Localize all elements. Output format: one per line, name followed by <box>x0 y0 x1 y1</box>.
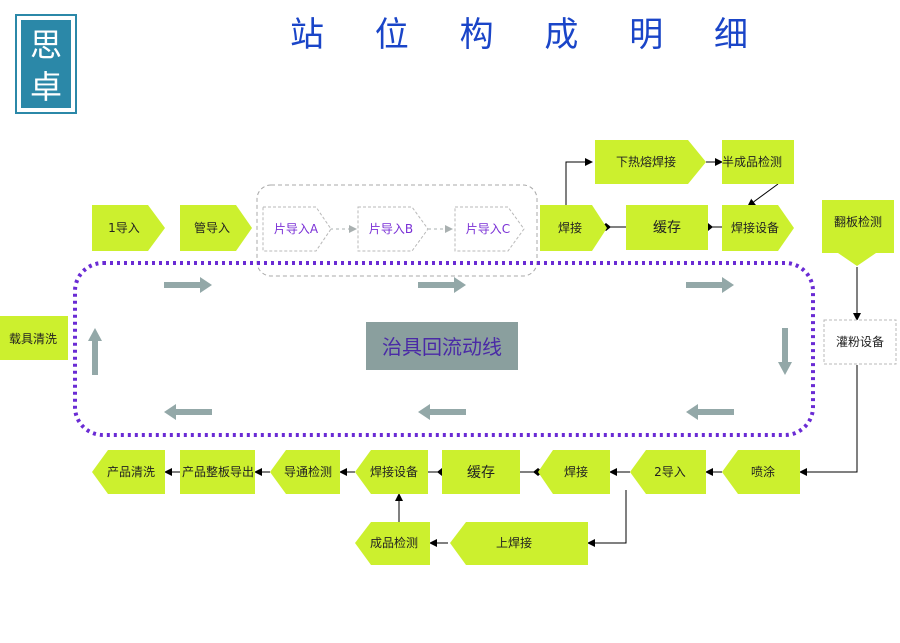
node-sheet-import-a: 片导入A <box>262 206 332 252</box>
node-guide-check: 导通检测 <box>270 450 340 494</box>
arrow-left-icon <box>164 404 212 420</box>
arrow-right-icon <box>418 277 466 293</box>
logo-seal-icon: 思 卓 <box>15 14 77 114</box>
node-lower-hot-melt-weld: 下热熔焊接 <box>595 140 706 184</box>
node-label: 焊接设备 <box>370 464 418 479</box>
node-label: 翻板检测 <box>834 214 882 229</box>
node-product-board-export: 产品整板导出 <box>180 450 255 494</box>
node-sheet-import-b: 片导入B <box>357 206 429 252</box>
node-buffer-bottom: 缓存 <box>442 450 520 494</box>
arrow-right-icon <box>686 277 734 293</box>
node-sheet-import-c: 片导入C <box>454 206 525 252</box>
connector-semi-to-equip <box>747 183 779 207</box>
node-upper-weld: 上焊接 <box>450 522 588 565</box>
node-import-2: 2导入 <box>630 450 706 494</box>
node-carrier-clean: 载具清洗 <box>0 316 68 360</box>
arrow-down-icon <box>778 328 792 375</box>
node-label: 导通检测 <box>284 464 332 479</box>
node-label: 片导入B <box>369 222 413 236</box>
node-label: 焊接 <box>558 220 582 235</box>
node-label: 下热熔焊接 <box>616 154 676 169</box>
node-label: 产品清洗 <box>107 465 155 479</box>
node-label: 2导入 <box>654 465 686 479</box>
node-label: 上焊接 <box>496 535 532 550</box>
connector-weld-to-hotmelt <box>565 158 593 206</box>
node-label: 片导入A <box>274 222 319 236</box>
arrow-up-icon <box>88 328 102 375</box>
node-label: 半成品检测 <box>722 154 782 169</box>
center-label-box <box>366 322 518 370</box>
arrow-right-icon <box>164 277 212 293</box>
node-semi-product-check: 半成品检测 <box>722 140 794 184</box>
node-product-clean: 产品清洗 <box>92 450 165 494</box>
node-finished-check: 成品检测 <box>355 522 430 565</box>
arrow-left-icon <box>418 404 466 420</box>
node-tube-import: 管导入 <box>180 205 252 251</box>
node-label: 产品整板导出 <box>182 464 254 479</box>
node-label: 缓存 <box>467 465 495 481</box>
node-label: 焊接 <box>564 464 588 479</box>
node-label: 成品检测 <box>370 535 418 550</box>
node-powder-fill-equip: 灌粉设备 <box>823 319 897 365</box>
arrow-left-icon <box>686 404 734 420</box>
node-buffer-top: 缓存 <box>626 205 708 250</box>
connector-import2-to-upper <box>587 490 627 547</box>
node-weld-equip-top: 焊接设备 <box>722 205 794 251</box>
node-flip-check: 翻板检测 <box>822 200 894 253</box>
center-label: 治具回流动线 <box>382 335 502 359</box>
node-label: 管导入 <box>194 220 230 235</box>
page-title: 站 位 构 成 明 细 <box>290 15 769 55</box>
node-spray: 喷涂 <box>722 450 800 494</box>
node-label: 载具清洗 <box>9 332 57 346</box>
connector-powder-to-spray <box>799 365 858 476</box>
node-label: 焊接设备 <box>731 220 779 235</box>
node-label: 缓存 <box>653 220 681 236</box>
node-import-1: 1导入 <box>92 205 165 251</box>
flip-down-arrow-icon <box>838 253 876 266</box>
node-label: 喷涂 <box>751 464 775 479</box>
node-label: 1导入 <box>108 221 140 235</box>
node-weld-top: 焊接 <box>540 205 607 251</box>
node-label: 片导入C <box>466 222 510 236</box>
node-weld-bottom: 焊接 <box>538 450 610 494</box>
logo-char-2: 卓 <box>30 68 62 106</box>
sheet-import-group <box>256 184 538 277</box>
fixture-return-loop <box>73 261 815 437</box>
logo-char-1: 思 <box>30 26 62 64</box>
node-label: 灌粉设备 <box>836 335 884 349</box>
node-weld-equip-bottom: 焊接设备 <box>355 450 428 494</box>
